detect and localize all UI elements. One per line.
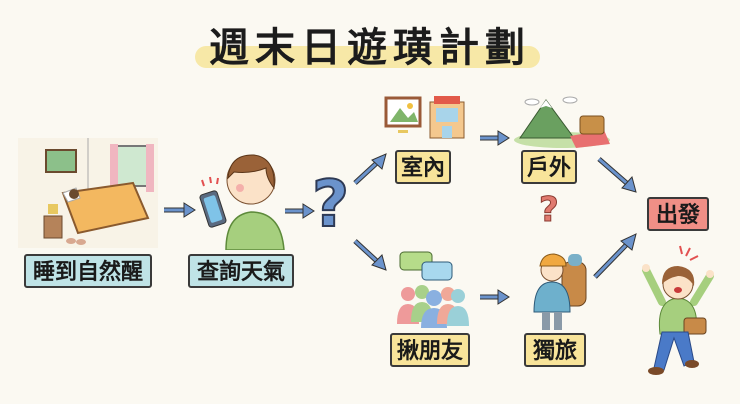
option-outdoor-label: 戶外: [521, 150, 577, 184]
arrow-right-icon: [480, 130, 510, 146]
arrow-right-icon: [480, 289, 510, 305]
decision-question-mark-icon: ?: [311, 168, 350, 242]
phone-weather-icon: [199, 154, 285, 250]
choice-question-mark-icon: ?: [539, 190, 560, 231]
arrow-right-icon: [285, 203, 315, 219]
arrow-down-right-icon: [597, 157, 637, 193]
go-label: 出發: [647, 197, 709, 231]
option-friends-label: 揪朋友: [390, 333, 470, 367]
step-wake-label: 睡到自然醒: [24, 254, 152, 288]
backpacker-icon: [533, 253, 587, 330]
museum-mall-icon: [384, 96, 465, 139]
mountain-picnic-icon: [514, 96, 610, 148]
arrow-right-icon: [164, 202, 196, 218]
arrow-up-right-icon: [353, 153, 387, 185]
cheering-traveler-icon: [642, 245, 714, 375]
title-container: 週末日遊璜計劃: [0, 18, 740, 78]
bedroom-icon: [18, 138, 158, 248]
title-highlight: [195, 46, 540, 68]
page-title: 週末日遊璜計劃: [209, 25, 531, 71]
option-solo-label: 獨旅: [524, 333, 586, 367]
friends-chat-icon: [397, 251, 469, 328]
arrow-down-right-icon: [353, 239, 387, 271]
option-indoor-label: 室內: [395, 150, 451, 184]
arrow-up-right-icon: [593, 233, 637, 279]
step-weather-label: 查詢天氣: [188, 254, 294, 288]
